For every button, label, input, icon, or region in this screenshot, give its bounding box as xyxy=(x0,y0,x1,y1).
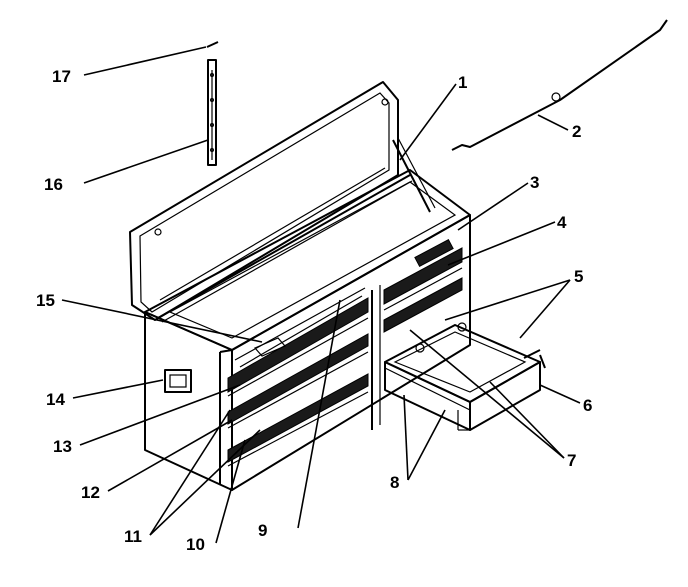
label-17: 17 xyxy=(52,67,71,86)
open-drawer-top xyxy=(384,324,541,403)
label-8: 8 xyxy=(390,473,399,492)
pin-part-17 xyxy=(206,41,219,48)
drawer-liner-2 xyxy=(227,333,369,425)
label-15: 15 xyxy=(36,291,55,310)
label-3: 3 xyxy=(530,173,539,192)
label-6: 6 xyxy=(583,396,592,415)
lid xyxy=(129,81,399,321)
label-10: 10 xyxy=(186,535,205,554)
leader-lines xyxy=(61,46,581,544)
label-16: 16 xyxy=(44,175,63,194)
part-labels: 17 16 1 2 3 4 5 6 7 8 9 10 11 12 13 14 1… xyxy=(36,67,592,554)
open-drawer-side xyxy=(469,361,541,431)
label-2: 2 xyxy=(572,122,581,141)
drawer-liner-4 xyxy=(383,247,463,305)
drawer-liner-5 xyxy=(383,277,463,333)
label-5: 5 xyxy=(574,267,583,286)
lid-support xyxy=(392,139,431,213)
hinge-strip-part-16 xyxy=(207,59,217,166)
label-13: 13 xyxy=(53,437,72,456)
label-12: 12 xyxy=(81,483,100,502)
label-9: 9 xyxy=(258,521,267,540)
tool-chest xyxy=(129,81,546,491)
side-handle xyxy=(164,369,192,393)
label-7: 7 xyxy=(567,451,576,470)
front-panel xyxy=(231,214,471,491)
open-drawer-front xyxy=(384,361,471,431)
rod-part-2 xyxy=(451,19,668,151)
label-4: 4 xyxy=(557,213,567,232)
left-side-panel xyxy=(144,311,233,491)
label-1: 1 xyxy=(458,73,467,92)
drawer-liner-1 xyxy=(227,297,369,393)
label-14: 14 xyxy=(46,390,65,409)
label-11: 11 xyxy=(124,527,142,546)
